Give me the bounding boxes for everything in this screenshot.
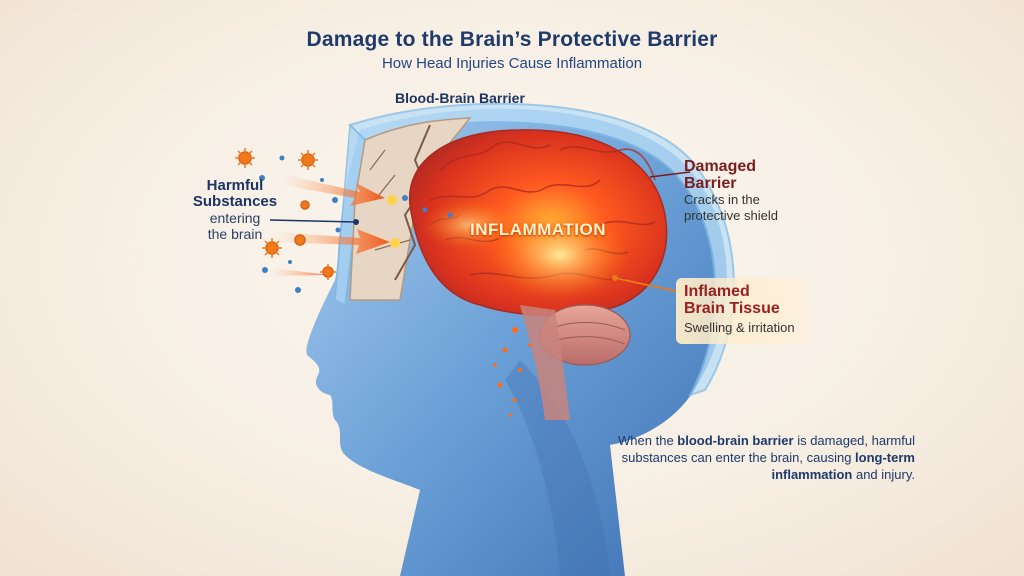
damaged-barrier-callout: Damaged Barrier Cracks in the protective…	[684, 158, 844, 224]
barrier-label: Blood-Brain Barrier	[395, 90, 525, 106]
inflamed-highlight-box	[676, 278, 806, 344]
brainstem	[520, 305, 570, 420]
caption: When the blood-brain barrier is damaged,…	[615, 432, 915, 483]
damaged-line2: protective shield	[684, 208, 778, 223]
damaged-heading-1: Damaged	[684, 158, 757, 175]
damaged-heading-2: Barrier	[684, 175, 737, 192]
page-title: Damage to the Brain’s Protective Barrier	[306, 28, 718, 51]
caption-part-2: is damaged, harmful substances can enter…	[621, 433, 915, 465]
caption-part-1: When the	[618, 433, 678, 448]
particle-dot-icon	[259, 155, 453, 293]
harmful-heading: Harmful Substances	[192, 177, 278, 210]
inflamed-heading-2: Brain Tissue	[684, 300, 780, 317]
inflammation-label: INFLAMMATION	[470, 220, 606, 239]
harmful-substances-callout: Harmful Substances entering the brain	[180, 177, 290, 243]
caption-bold-1: blood-brain barrier	[677, 433, 794, 448]
inflamed-heading-1: Inflamed	[684, 283, 750, 300]
inflamed-detail: Swelling & irritation	[684, 320, 795, 335]
caption-part-3: and injury.	[852, 467, 915, 482]
harmful-line1: entering	[209, 210, 261, 226]
page-subtitle: How Head Injuries Cause Inflammation	[381, 55, 643, 72]
arrow-icon	[282, 175, 385, 206]
caption-bold-2: long-term inflammation	[771, 450, 915, 482]
inflamed-tissue-callout: Inflamed Brain Tissue Swelling & irritat…	[684, 283, 834, 336]
harmful-line2: the brain	[207, 226, 263, 242]
damaged-line1: Cracks in the	[684, 192, 760, 207]
inflammation-particles	[493, 327, 532, 417]
